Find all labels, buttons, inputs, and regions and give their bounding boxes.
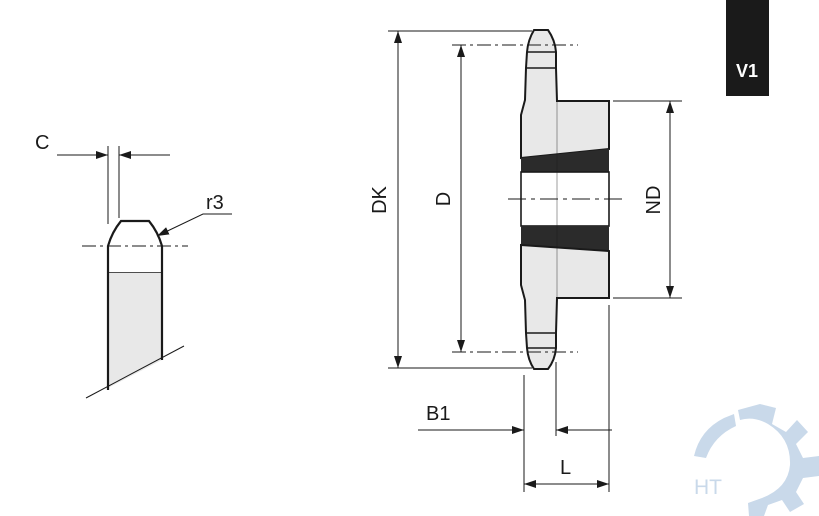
- b1-label: B1: [426, 403, 450, 425]
- break-line: [85, 345, 185, 399]
- dimension-lines: [394, 31, 674, 488]
- gear-icon: [694, 404, 819, 516]
- nd-label: ND: [643, 186, 665, 215]
- chamfer-label: C: [35, 132, 49, 154]
- tooth-detail: [57, 146, 232, 399]
- sprocket-lower-body: [520, 243, 610, 370]
- d-label: D: [433, 192, 455, 206]
- company-logo: HT: [694, 404, 819, 516]
- l-label: L: [560, 457, 571, 479]
- svg-text:HT: HT: [694, 476, 722, 499]
- radius-leader: [156, 213, 232, 237]
- variant-badge: V1: [726, 0, 769, 96]
- sprocket-section: [388, 29, 682, 492]
- sprocket-upper-body: [520, 29, 610, 160]
- keyway-lower: [521, 226, 609, 251]
- keyway-upper: [521, 149, 609, 172]
- svg-text:V1: V1: [736, 61, 758, 81]
- dk-label: DK: [369, 185, 391, 213]
- tooth-body: [108, 272, 162, 388]
- radius-label: r3: [206, 192, 224, 214]
